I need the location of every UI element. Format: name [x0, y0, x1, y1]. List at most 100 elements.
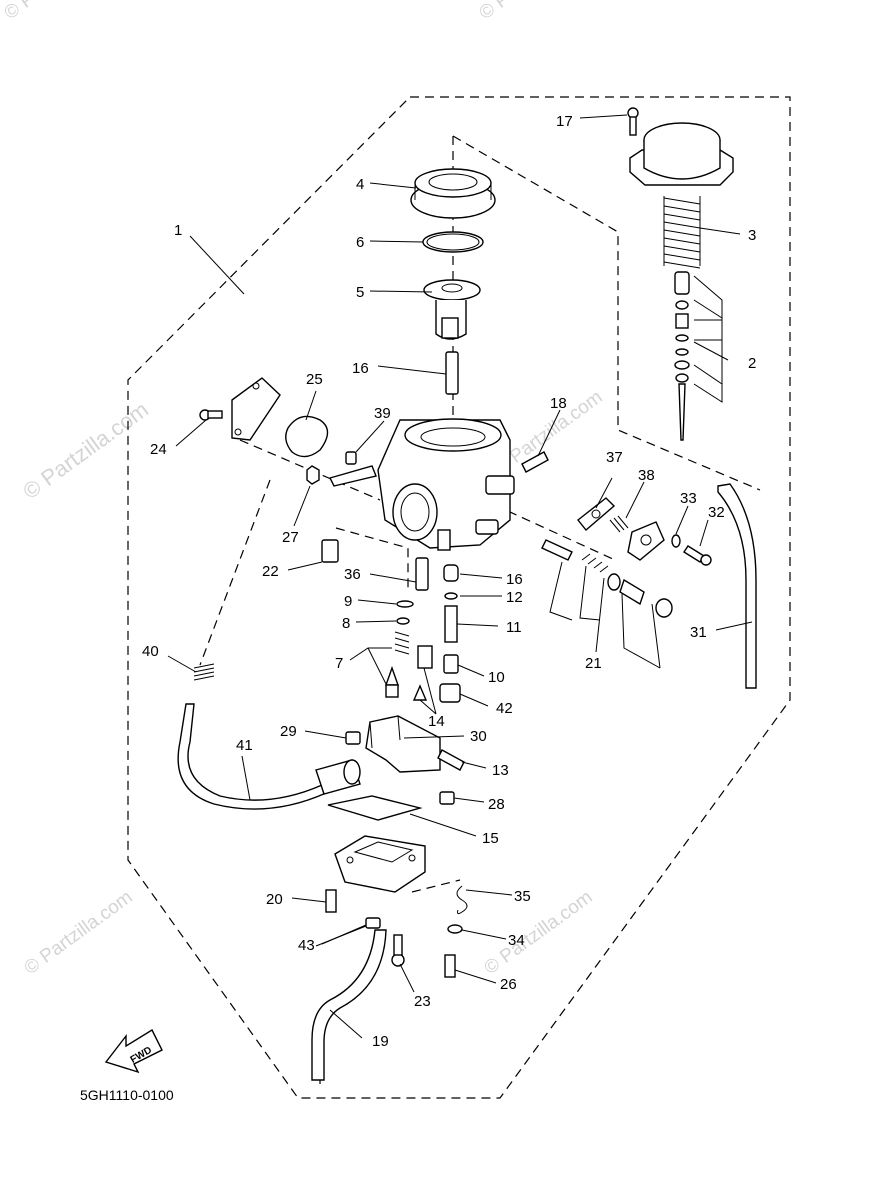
float-30-icon [365, 715, 441, 773]
callout-leaders [167, 114, 753, 1039]
clamp-43-icon [365, 917, 381, 929]
watermark-2: © Partzilla.com [21, 887, 137, 979]
washer-8-icon [396, 617, 410, 625]
plug-42-icon [439, 683, 461, 703]
callout-7: 7 [335, 655, 343, 672]
callout-25: 25 [306, 371, 323, 388]
assembly-outline [127, 96, 791, 1099]
watermark-4: © Partzilla.com [1, 0, 117, 24]
jet-10-icon [443, 654, 459, 674]
callout-14: 14 [428, 713, 445, 730]
needle-jet-36-icon [415, 557, 429, 591]
cable-41-icon [177, 703, 361, 810]
jet-16-lower-icon [443, 564, 459, 582]
diaphragm-cover-4-icon [410, 168, 496, 219]
callout-30: 30 [470, 728, 487, 745]
screw-32-icon [683, 545, 712, 566]
callout-39: 39 [374, 405, 391, 422]
callout-18: 18 [550, 395, 567, 412]
jet-22-icon [321, 539, 339, 563]
diagram-code: 5GH1110-0100 [80, 1087, 174, 1103]
top-cover-icon [629, 122, 734, 186]
callout-13: 13 [492, 762, 509, 779]
o-ring-6-icon [422, 231, 484, 253]
callout-23: 23 [414, 993, 431, 1010]
washer-33-icon [671, 534, 681, 548]
screw-26-icon [444, 954, 456, 978]
callout-35: 35 [514, 888, 531, 905]
callout-33: 33 [680, 490, 697, 507]
fwd-arrow-icon: FWD [104, 1029, 163, 1074]
needle-valve-14-icon [412, 645, 433, 701]
carburetor-body-icon [328, 418, 515, 551]
jet-16-upper-icon [445, 351, 459, 395]
piston-5-icon [423, 279, 481, 340]
watermark-3: © Partzilla.com [481, 887, 597, 979]
gasket-37-icon [577, 497, 616, 532]
screw-23-icon [391, 934, 405, 967]
callout-16-lower: 16 [506, 571, 523, 588]
callout-1: 1 [174, 222, 182, 239]
callout-36: 36 [344, 566, 361, 583]
screw-28-icon [439, 791, 455, 805]
callout-3: 3 [748, 227, 756, 244]
callout-6: 6 [356, 234, 364, 251]
carburetor-parts [177, 107, 757, 1081]
pilot-screw-7-icon [385, 631, 410, 698]
washer-9-icon [396, 600, 414, 608]
callout-32: 32 [708, 504, 725, 521]
clip-35-icon [456, 885, 468, 915]
needle-kit-2-icon [674, 271, 690, 441]
spring-3-icon [663, 196, 701, 269]
watermark-5: © Partzilla.com [476, 0, 592, 24]
spring-38-icon [609, 515, 629, 533]
callout-29: 29 [280, 723, 297, 740]
callout-15: 15 [482, 830, 499, 847]
callout-42: 42 [496, 700, 513, 717]
callout-5: 5 [356, 284, 364, 301]
callout-24: 24 [150, 441, 167, 458]
jet-18-icon [521, 451, 549, 473]
callout-22: 22 [262, 563, 279, 580]
gasket-15-icon [327, 795, 423, 821]
callout-9: 9 [344, 593, 352, 610]
callout-16-upper: 16 [352, 360, 369, 377]
cap-39-icon [345, 451, 357, 465]
callout-10: 10 [488, 669, 505, 686]
callout-17: 17 [556, 113, 573, 130]
callout-26: 26 [500, 976, 517, 993]
screw-24-icon [199, 409, 223, 421]
screw-29-icon [345, 731, 361, 745]
screw-17-icon [627, 107, 639, 136]
callout-38: 38 [638, 467, 655, 484]
callout-31: 31 [690, 624, 707, 641]
callout-labels: 1 2 3 4 5 6 7 8 9 10 11 12 13 14 15 16 1… [142, 113, 756, 1050]
callout-12: 12 [506, 589, 523, 606]
hose-19-icon [311, 929, 387, 1081]
callout-8: 8 [342, 615, 350, 632]
parts-21-group-icon [541, 539, 673, 618]
callout-37: 37 [606, 449, 623, 466]
float-bowl-icon [334, 835, 426, 893]
mounting-plate-icon [231, 377, 281, 441]
callout-27: 27 [282, 529, 299, 546]
callout-43: 43 [298, 937, 315, 954]
callout-28: 28 [488, 796, 505, 813]
callout-34: 34 [508, 932, 525, 949]
watermarks: © Partzilla.com © Partzilla.com © Partzi… [1, 0, 607, 979]
pump-cover-icon [627, 521, 665, 561]
ring-12-icon [444, 592, 458, 600]
callout-2: 2 [748, 355, 756, 372]
callout-20: 20 [266, 891, 283, 908]
tube-11-icon [444, 605, 458, 643]
boot-40-icon [193, 663, 215, 681]
gasket-25-icon [285, 415, 329, 458]
watermark-main: © Partzilla.com [18, 397, 153, 504]
nut-27-icon [306, 465, 320, 485]
callout-19: 19 [372, 1033, 389, 1050]
pin-13-icon [437, 749, 465, 771]
callout-11: 11 [506, 619, 522, 636]
hose-31-icon [717, 483, 757, 689]
washer-34-icon [447, 924, 463, 934]
